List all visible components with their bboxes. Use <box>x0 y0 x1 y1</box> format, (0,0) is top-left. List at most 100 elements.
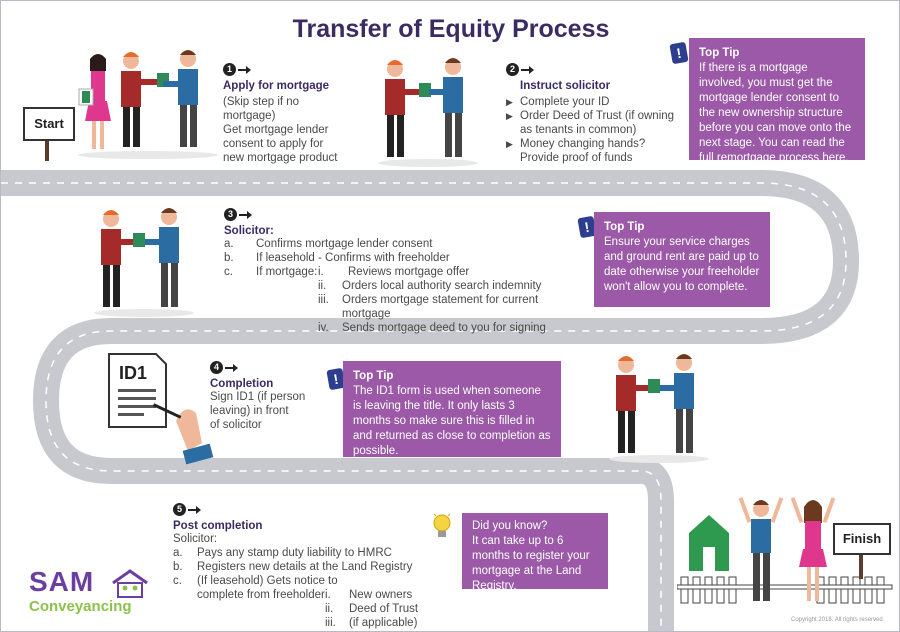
arrow-right-icon <box>521 65 534 74</box>
copyright-text: Copyright 2018. All rights reserved <box>791 617 883 623</box>
tip-title: Top Tip <box>353 370 394 382</box>
step-5-subheading: Solicitor: <box>173 533 218 545</box>
finish-sign: Finish <box>833 523 891 555</box>
step-3-heading: Solicitor: <box>224 225 274 237</box>
tip-title: Did you know? <box>472 520 548 532</box>
list-item: Registers new details at the Land Regist… <box>197 561 413 573</box>
company-logo-conveyancing: Conveyancing <box>29 598 132 615</box>
house-logo-icon <box>112 569 148 598</box>
step-2-number: 2 <box>506 63 519 76</box>
sublist-key: i. <box>318 266 324 278</box>
step-1-line: (Skip step if no mortgage) <box>223 96 300 122</box>
top-tip-box-3: Top Tip The ID1 form is used when someon… <box>343 361 561 457</box>
list-key: c. <box>224 266 233 278</box>
triangle-bullet-icon: ▶ <box>506 139 513 149</box>
arrow-right-icon <box>188 505 201 514</box>
sublist-key: iii. <box>325 617 336 629</box>
sublist-item: Deed of Trust <box>349 603 419 615</box>
sublist-key: ii. <box>318 280 327 292</box>
sublist-item: Orders local authority search indemnity <box>342 280 542 292</box>
tip-text: If there is a mortgage involved, you mus… <box>699 62 852 164</box>
list-key: c. <box>173 575 182 587</box>
arrow-right-icon <box>239 210 252 219</box>
step-4-line: Sign ID1 (if person <box>210 391 306 403</box>
sublist-key: iv. <box>318 322 329 334</box>
list-key: a. <box>173 547 183 559</box>
triangle-bullet-icon: ▶ <box>506 111 513 121</box>
tip-text: Ensure your service charges and ground r… <box>604 236 760 293</box>
list-item: complete from freeholder <box>197 589 325 601</box>
tip-title: Top Tip <box>699 47 740 59</box>
step-4-number: 4 <box>210 361 223 374</box>
tip-title: Top Tip <box>604 221 645 233</box>
sublist-item: (if applicable) mortgage <box>349 617 418 629</box>
top-tip-box-2: Top Tip Ensure your service charges and … <box>594 212 770 307</box>
sublist-item: Sends mortgage deed to you for signing <box>342 322 546 334</box>
sublist-item: Orders mortgage statement for current mo… <box>342 294 539 320</box>
step-1-line: Get mortgage lender <box>223 124 329 136</box>
triangle-bullet-icon: ▶ <box>506 97 513 107</box>
people-handover-illustration-1 <box>78 50 218 159</box>
step-2-item: Money changing hands? <box>520 138 646 150</box>
sublist-item: Reviews mortgage offer <box>348 266 470 278</box>
step-5-heading: Post completion <box>173 520 263 532</box>
step-5-number: 5 <box>173 503 186 516</box>
list-item: If leasehold - Confirms with freeholder <box>256 252 450 264</box>
list-item: Pays any stamp duty liability to HMRC <box>197 547 392 559</box>
exclamation-icon: ! <box>669 41 689 65</box>
step-3: 3 Solicitor: a. Confirms mortgage lender … <box>224 204 584 335</box>
step-2-item: as tenants in common) <box>520 124 637 136</box>
step-4-heading: Completion <box>210 378 274 390</box>
step-3-number: 3 <box>224 208 237 221</box>
arrow-right-icon <box>225 363 238 372</box>
lightbulb-icon <box>433 513 451 537</box>
list-item: If mortgage: <box>256 266 318 278</box>
people-handover-illustration-2 <box>378 58 478 167</box>
list-key: b. <box>173 561 183 573</box>
id1-form-illustration <box>108 353 214 465</box>
sublist-key: iii. <box>318 294 329 306</box>
step-5: 5 Post completion Solicitor: a. Pays any … <box>173 499 433 631</box>
step-2-item: Complete your ID <box>520 96 610 108</box>
tip-text: It can take up to 6 months to register y… <box>472 535 590 592</box>
sublist-key: i. <box>325 589 331 601</box>
step-1-line: consent to apply for <box>223 138 324 150</box>
step-4-line: of solicitor <box>210 419 262 431</box>
company-logo-sam: SAM <box>29 566 95 597</box>
tip-text: The ID1 form is used when someone is lea… <box>353 385 551 457</box>
did-you-know-box: Did you know? It can take up to 6 months… <box>462 513 608 592</box>
step-2-item: Provide proof of funds <box>520 152 633 164</box>
arrow-right-icon <box>238 65 251 74</box>
step-3-number-marker: 3 <box>224 208 252 221</box>
start-sign: Start <box>23 107 75 141</box>
step-1-line: new mortgage product <box>223 152 338 164</box>
step-2-heading: Instruct solicitor <box>520 80 611 92</box>
step-4: 4 Completion Sign ID1 (if person leaving… <box>210 357 320 432</box>
sublist-key: ii. <box>325 603 334 615</box>
top-tip-box-1: Top Tip If there is a mortgage involved,… <box>689 38 865 164</box>
step-2: 2 Instruct solicitor ▶ Complete your ID ▶… <box>506 59 681 165</box>
step-1-heading: Apply for mortgage <box>223 80 330 92</box>
list-item: Confirms mortgage lender consent <box>256 238 433 250</box>
list-item: (If leasehold) Gets notice to <box>197 575 338 587</box>
step-5-number-marker: 5 <box>173 503 201 516</box>
id1-form-label: ID1 <box>119 363 148 383</box>
step-1: 1 Apply for mortgage (Skip step if no mo… <box>223 59 353 165</box>
step-1-number-marker: 1 <box>223 63 251 76</box>
start-sign-post <box>45 139 49 161</box>
people-handover-illustration-3 <box>94 208 194 317</box>
step-2-number-marker: 2 <box>506 63 534 76</box>
sublist-item: New owners <box>349 589 413 601</box>
step-2-item: Order Deed of Trust (if owning <box>520 110 675 122</box>
people-handover-illustration-4 <box>609 354 709 463</box>
home-celebration-illustration <box>677 497 893 604</box>
page-title: Transfer of Equity Process <box>292 15 610 43</box>
list-key: a. <box>224 238 234 250</box>
step-4-number-marker: 4 <box>210 361 238 374</box>
list-key: b. <box>224 252 234 264</box>
finish-sign-post <box>859 555 863 579</box>
step-4-line: leaving) in front <box>210 405 289 417</box>
step-1-number: 1 <box>223 63 236 76</box>
